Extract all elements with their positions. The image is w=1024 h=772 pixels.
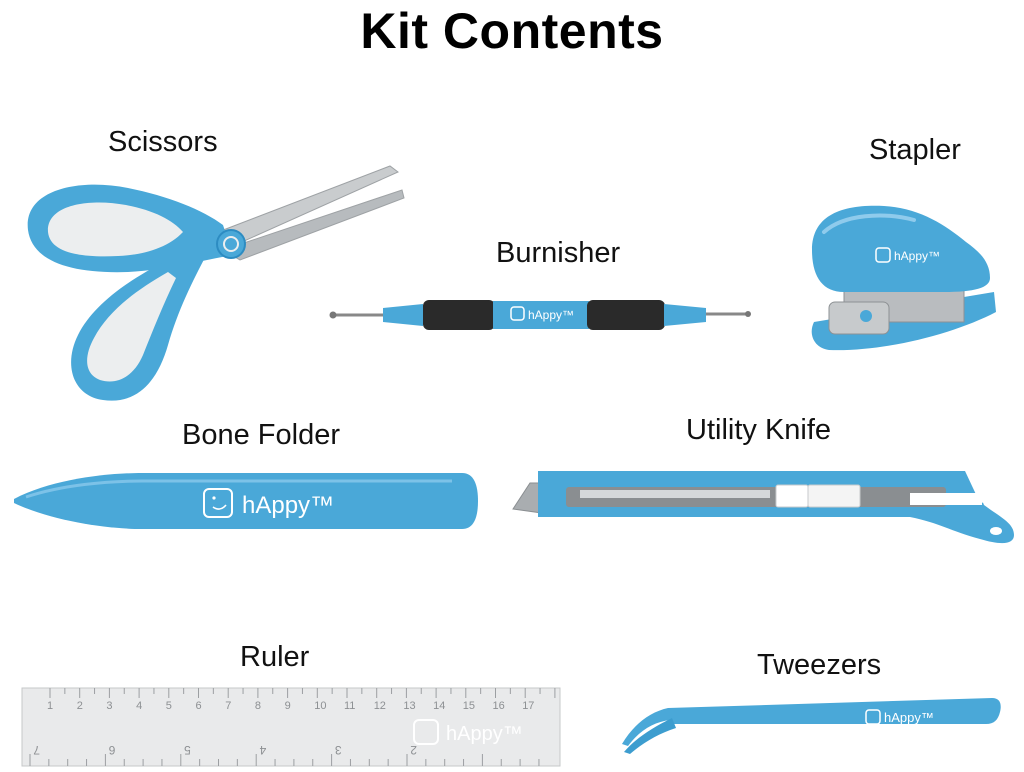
ruler-inch-label: 3 (335, 743, 342, 757)
label-ruler: Ruler (240, 641, 310, 673)
ruler-inch-label: 2 (410, 743, 417, 757)
stapler-icon: hAppy™ (811, 205, 996, 351)
ruler-cm-label: 13 (403, 700, 415, 712)
ruler-cm-label: 5 (166, 700, 172, 712)
label-scissors: Scissors (108, 126, 218, 158)
burnisher-brand: hAppy™ (528, 308, 574, 322)
label-burnisher: Burnisher (496, 237, 621, 269)
ruler-cm-label: 4 (136, 700, 142, 712)
ruler-inch-label: 7 (33, 743, 40, 757)
ruler-cm-label: 2 (77, 700, 83, 712)
label-tweezers: Tweezers (757, 649, 882, 681)
label-utility-knife: Utility Knife (686, 414, 832, 446)
stapler-brand: hAppy™ (894, 249, 940, 263)
scissors-icon (27, 165, 405, 401)
ruler-cm-label: 16 (493, 700, 505, 712)
page-title: Kit Contents (360, 3, 664, 59)
ruler-cm-label: 8 (255, 700, 261, 712)
ruler-cm-label: 9 (285, 700, 291, 712)
tweezers-brand: hAppy™ (884, 710, 934, 725)
ruler-cm-label: 17 (522, 700, 534, 712)
ruler-cm-label: 3 (106, 700, 112, 712)
burnisher-icon: hAppy™ (329, 300, 751, 330)
ruler-cm-label: 14 (433, 700, 445, 712)
ruler-brand: hAppy™ (446, 723, 523, 745)
ruler-cm-label: 1 (47, 700, 53, 712)
label-stapler: Stapler (869, 134, 961, 166)
utility-knife-icon (512, 471, 1014, 544)
ruler-cm-label: 6 (196, 700, 202, 712)
ruler-inch-label: 6 (108, 743, 115, 757)
bone-folder-brand: hAppy™ (242, 492, 334, 519)
label-bone-folder: Bone Folder (182, 419, 340, 451)
ruler-cm-label: 15 (463, 700, 475, 712)
bone-folder-icon: hAppy™ (14, 473, 478, 529)
ruler-inch-label: 5 (184, 743, 191, 757)
ruler-cm-label: 12 (374, 700, 386, 712)
ruler-cm-label: 7 (225, 700, 231, 712)
ruler-cm-label: 11 (344, 700, 355, 712)
ruler-cm-label: 10 (314, 700, 326, 712)
tweezers-icon: hAppy™ (622, 698, 1001, 754)
ruler-inch-label: 4 (259, 743, 266, 757)
